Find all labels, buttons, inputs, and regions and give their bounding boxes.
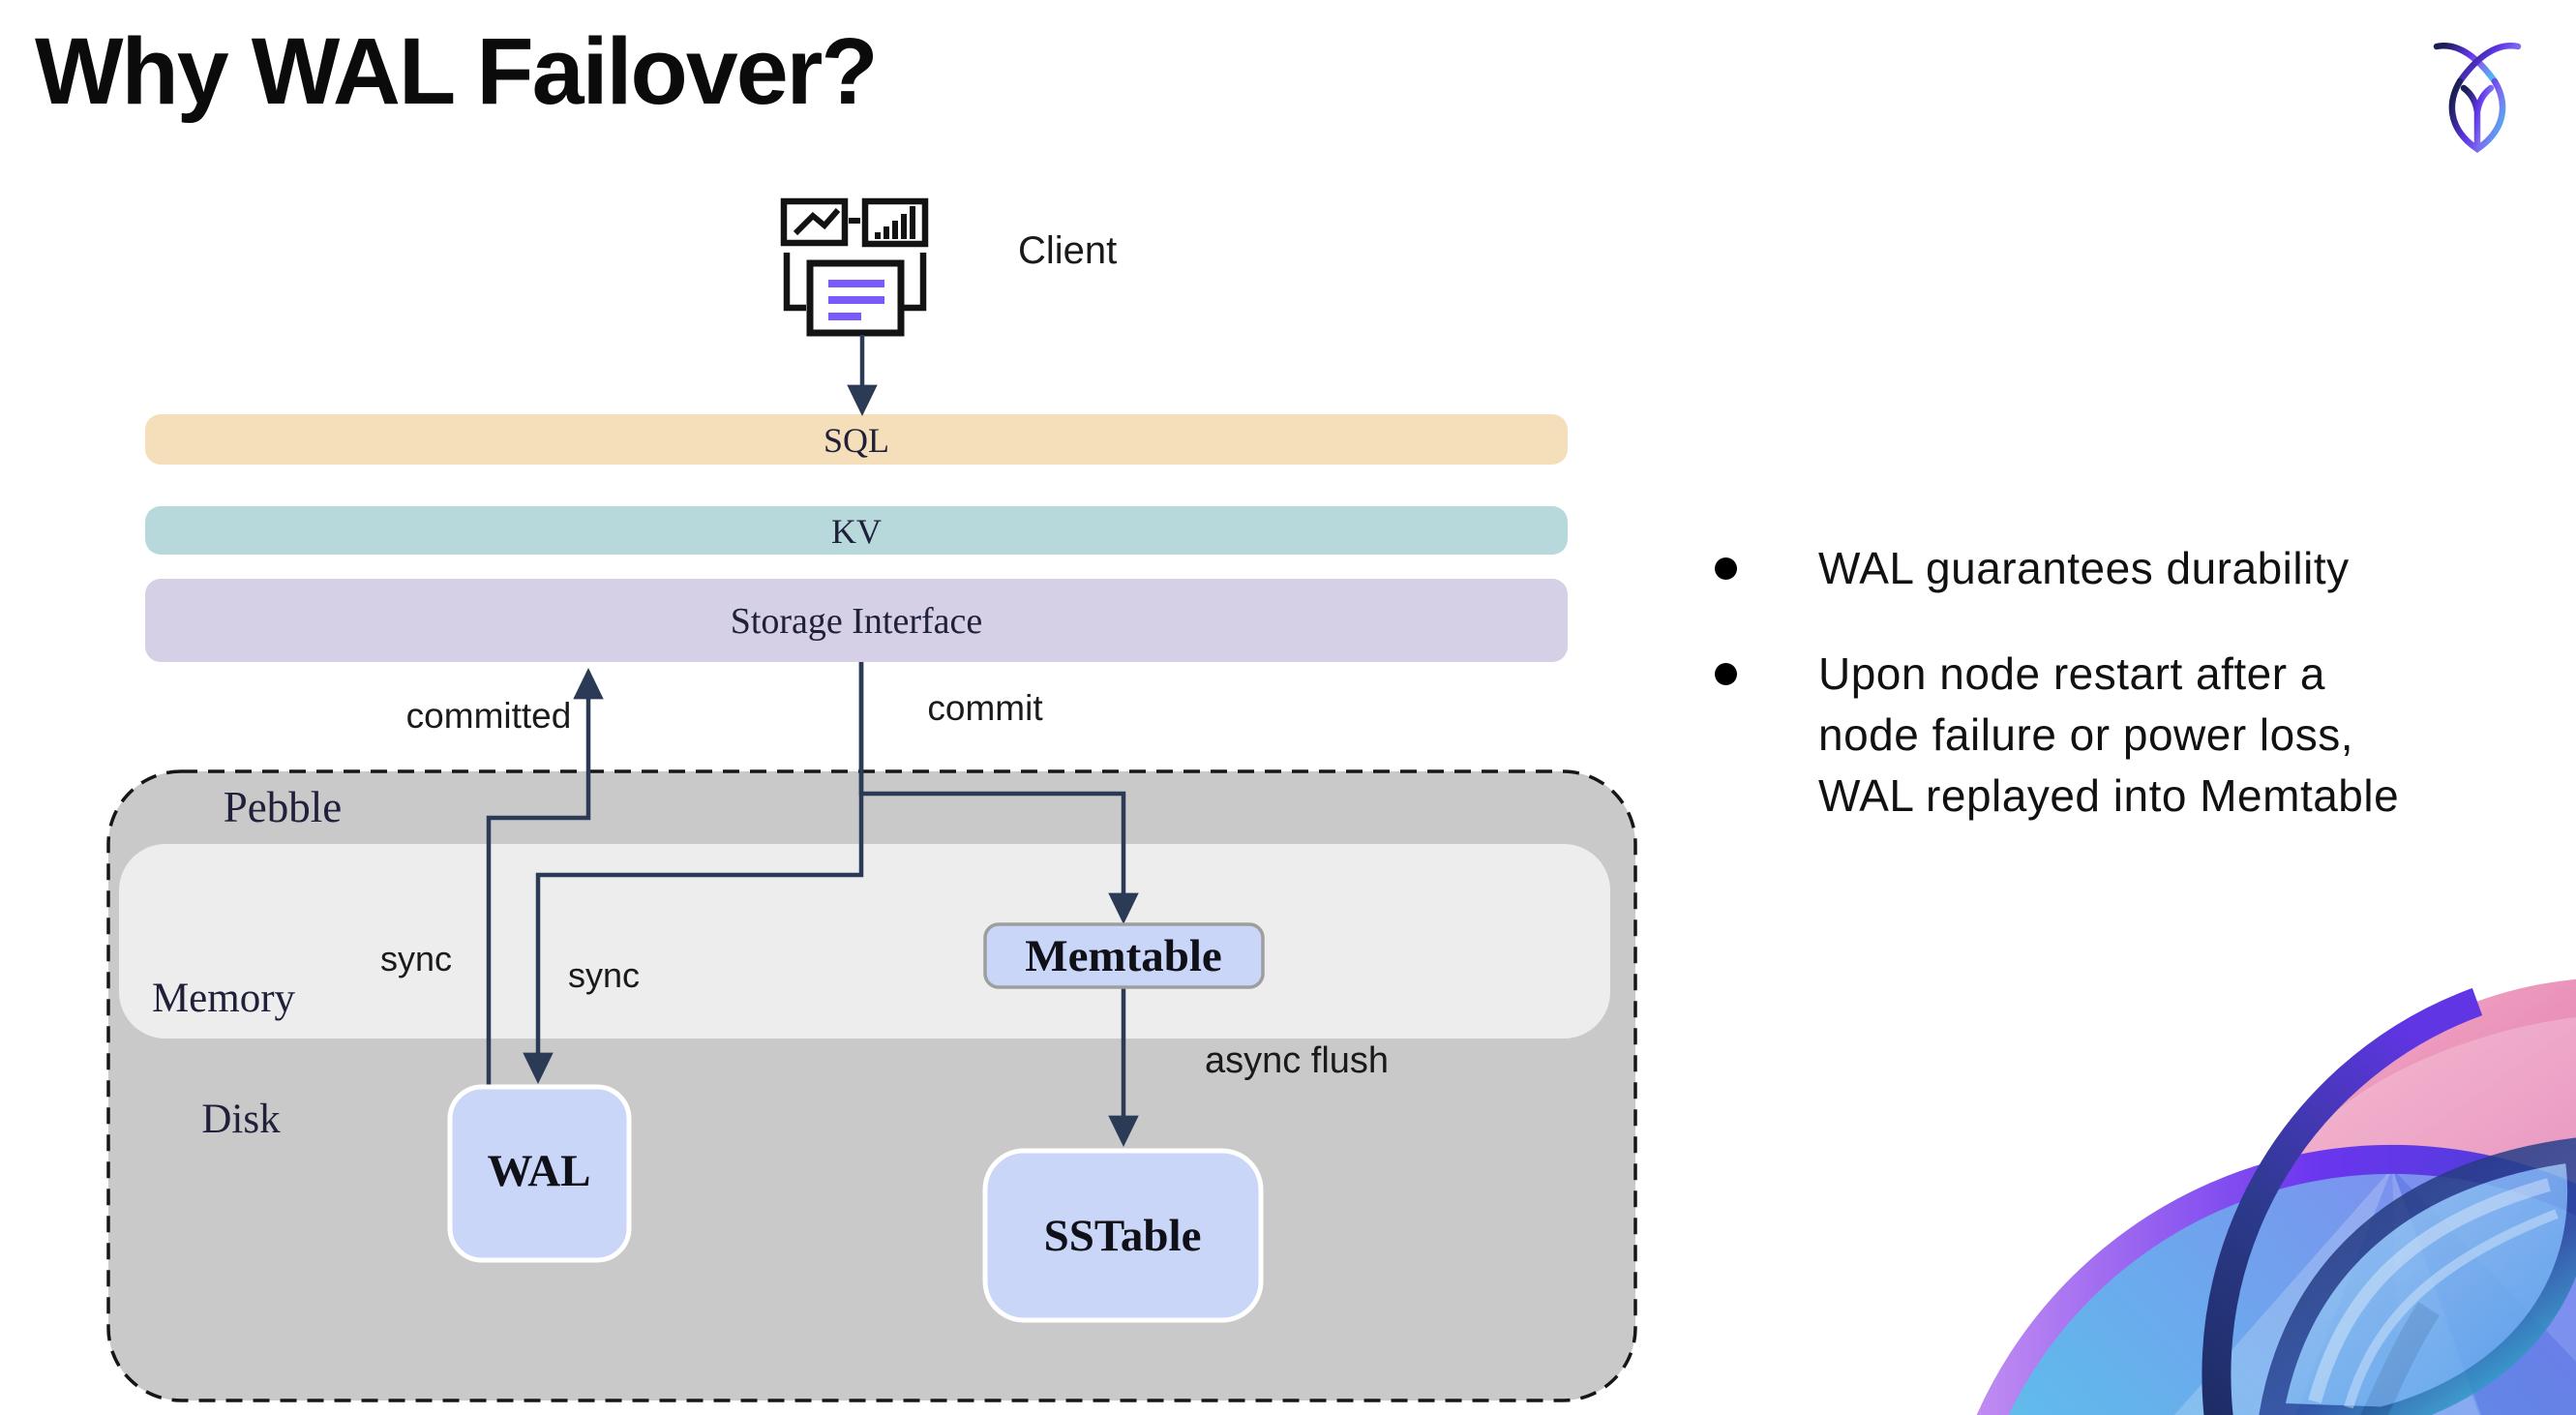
- sync-to-wal-arrow: [523, 662, 864, 1085]
- logo-body: [2448, 77, 2506, 153]
- kv-layer-label: KV: [831, 512, 882, 551]
- bullet-list: WAL guarantees durability Upon node rest…: [1715, 538, 2576, 871]
- bullet-text: Upon node restart after a node failure o…: [1818, 644, 2399, 827]
- bullet-text: WAL guarantees durability: [1818, 538, 2350, 599]
- committed-edge-label: committed: [406, 696, 572, 736]
- bracket-left-icon: [783, 253, 806, 312]
- sync-left-edge-label: sync: [380, 939, 452, 978]
- client-workstation-icon: [780, 197, 929, 337]
- bullet-item-replay: Upon node restart after a node failure o…: [1715, 644, 2576, 827]
- document-text-lines: [828, 280, 884, 320]
- storage-interface-label: Storage Interface: [731, 601, 983, 642]
- pebble-label: Pebble: [224, 783, 342, 831]
- memtable-box-label: Memtable: [1025, 931, 1222, 981]
- logo-antenna-left: [2433, 43, 2499, 85]
- disk-label: Disk: [201, 1097, 281, 1142]
- page-title: Why WAL Failover?: [35, 18, 879, 124]
- wal-committed-arrow: [486, 667, 604, 1087]
- line-chart-icon: [780, 197, 849, 247]
- bullet-line: WAL guarantees durability: [1818, 543, 2350, 593]
- bullet-dot: [1715, 663, 1737, 685]
- purple-arc: [1976, 1144, 2576, 1415]
- line-chart-zigzag: [793, 208, 841, 236]
- cockroachdb-logo-icon: [2433, 43, 2522, 153]
- wal-box: [447, 1084, 632, 1263]
- bullet-item-durability: WAL guarantees durability: [1715, 538, 2576, 599]
- leaf-vein: [2308, 1178, 2551, 1403]
- client-label: Client: [1018, 229, 1117, 272]
- logo-antenna-right: [2456, 43, 2522, 85]
- memtable-box: [983, 922, 1265, 989]
- bullet-line: WAL replayed into Memtable: [1818, 770, 2400, 821]
- bullet-dot: [1715, 557, 1737, 580]
- kv-layer-bar: [145, 506, 1568, 555]
- sstable-box-label: SSTable: [1044, 1211, 1202, 1261]
- commit-edge-label: commit: [927, 688, 1043, 728]
- sql-layer-label: SQL: [824, 421, 889, 460]
- flow-arrows: [486, 335, 1139, 1148]
- navy-arc: [2202, 987, 2483, 1415]
- leaf-shape: [2259, 1137, 2576, 1415]
- bullet-line: node failure or power loss,: [1818, 709, 2354, 760]
- logo-stem: [2460, 84, 2495, 149]
- bracket-right-icon: [904, 253, 927, 312]
- bar-chart-bars: [875, 206, 915, 239]
- leaf-vein: [2344, 1209, 2559, 1409]
- storage-interface-layer-bar: [145, 579, 1568, 662]
- bullet-line: Upon node restart after a: [1818, 648, 2325, 699]
- sql-layer-bar: [145, 414, 1568, 465]
- memory-label: Memory: [152, 976, 296, 1021]
- wal-box-label: WAL: [487, 1146, 590, 1196]
- async-flush-edge-label: async flush: [1205, 1040, 1389, 1081]
- sync-right-edge-label: sync: [568, 955, 640, 995]
- sstable-box: [982, 1148, 1264, 1323]
- memory-band: [119, 844, 1610, 1039]
- cockroachdb-brand-art: [1976, 978, 2576, 1415]
